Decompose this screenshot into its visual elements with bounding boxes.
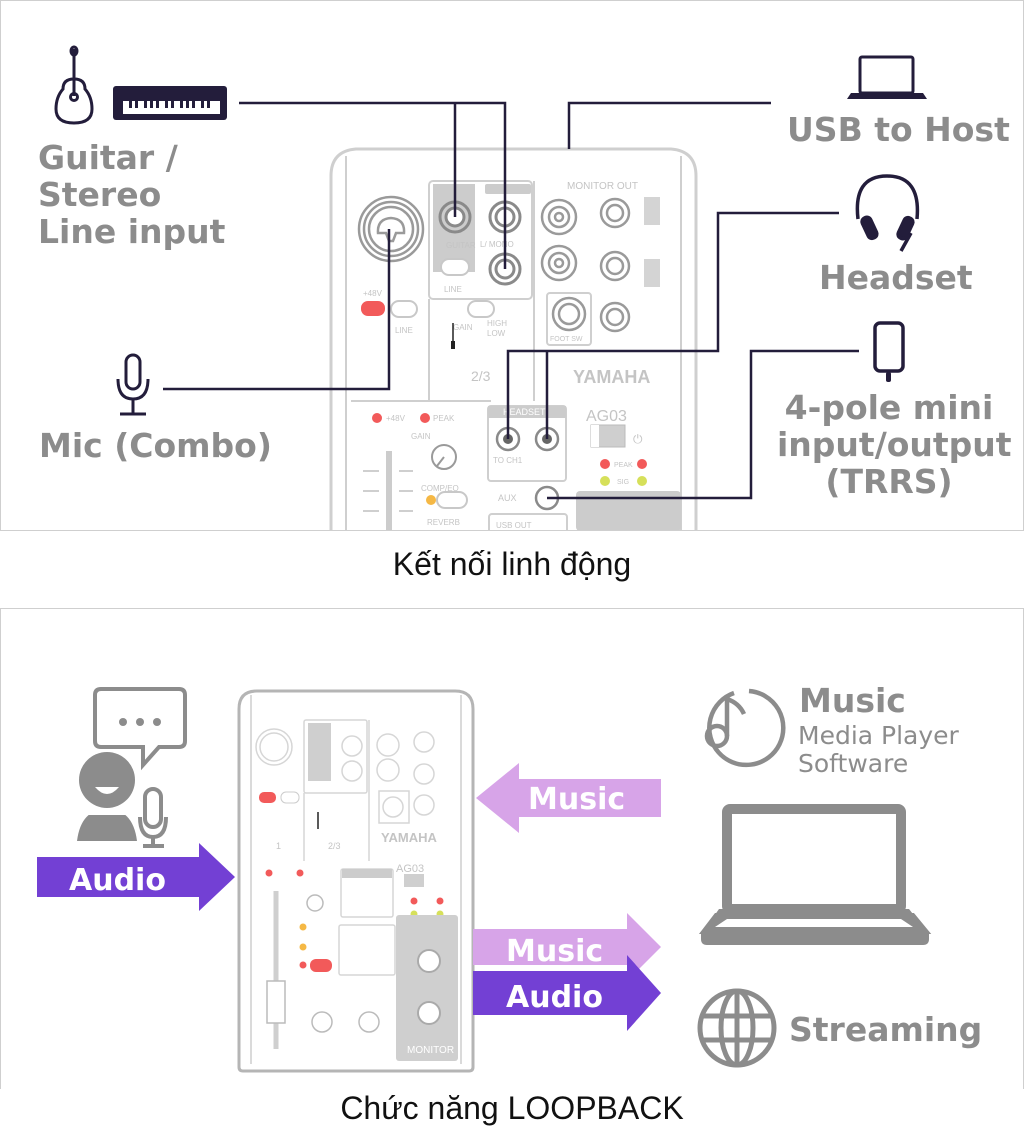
svg-text:LINE: LINE [444,285,462,294]
svg-text:LOW: LOW [487,329,506,338]
svg-text:GAIN: GAIN [453,323,473,332]
connections-diagram: GUITAR LINE L/ MONO +48V LINE GAIN HIGH … [54,45,927,530]
gain-switch [467,300,495,318]
microphone-icon [116,353,150,416]
model-name: AG03 [396,863,424,875]
svg-text:TO CH1: TO CH1 [493,456,523,465]
audio-output-arrow: Audio [473,955,661,1031]
svg-text:L/ MONO: L/ MONO [480,240,514,249]
phantom-power-switch [361,301,385,316]
svg-text:Audio: Audio [69,863,166,898]
svg-text:+48V: +48V [363,289,383,298]
mic-line-switch [390,300,418,318]
svg-text:HIGH: HIGH [487,319,507,328]
caption-loopback: Chức năng LOOPBACK [340,1090,684,1126]
laptop-icon [698,804,932,945]
music-title: Music [799,681,906,720]
connection-cables [163,101,859,500]
svg-text:Music: Music [528,782,625,817]
music-note-icon [704,688,786,768]
svg-text:2/3: 2/3 [328,841,341,851]
combo-jack [357,195,425,263]
yamaha-logo: YAMAHA [573,367,650,387]
svg-text:2/3: 2/3 [471,368,491,384]
ag03-device [237,689,475,1073]
guitar-icon [54,45,94,125]
headset-label: Headset [819,258,973,297]
music-subtitle-line2: Software [798,749,908,778]
guitar-switch-label: GUITAR [446,241,476,250]
headset-icon [855,174,920,252]
person-icon [77,752,137,841]
svg-text:LINE: LINE [395,326,413,335]
mic-combo-label: Mic (Combo) [39,426,272,465]
svg-text:COMP/EQ: COMP/EQ [421,484,459,493]
ag03-device [329,147,698,530]
streaming-label: Streaming [789,1010,982,1049]
svg-text:MONITOR OUT: MONITOR OUT [567,181,638,192]
svg-text:MONITOR: MONITOR [407,1045,454,1056]
monitor-out-jacks [540,197,631,346]
guitar-line-switch [440,258,470,276]
model-name: AG03 [586,408,627,425]
connections-panel: GUITAR LINE L/ MONO +48V LINE GAIN HIGH … [0,0,1024,531]
svg-text:Audio: Audio [506,980,603,1015]
gain-knob [431,444,457,470]
yamaha-logo: YAMAHA [381,830,437,845]
trrs-label: 4-pole mini input/output (TRRS) [777,388,1012,501]
smartphone-icon [873,321,905,382]
svg-text:+48V: +48V [386,414,406,423]
caption-connections: Kết nối linh động [392,546,632,582]
loopback-panel: Audio YAMAHA AG03 1 2/3 [0,608,1024,1089]
svg-text:PEAK: PEAK [614,462,633,469]
keyboard-icon [113,86,227,120]
svg-text:Music: Music [506,934,603,969]
usb-host-label: USB to Host [787,110,1010,149]
loopback-diagram: Audio YAMAHA AG03 1 2/3 [37,681,982,1073]
speech-bubble-icon [93,687,187,771]
laptop-icon [847,55,927,99]
music-subtitle-line1: Media Player [798,721,960,750]
audio-input-arrow: Audio [37,843,235,911]
device-panel-details [255,719,435,976]
svg-text:REVERB: REVERB [427,518,460,527]
music-output-arrow: Music [473,913,661,981]
svg-text:SIG: SIG [617,479,629,486]
globe-icon [697,988,777,1068]
power-icon: ⏻ [633,432,643,446]
music-input-arrow: Music [476,763,661,833]
svg-text:FOOT SW: FOOT SW [550,336,583,343]
guitar-line-input-label: Guitar / Stereo Line input [38,138,226,251]
svg-text:AUX: AUX [498,493,517,503]
svg-text:USB OUT: USB OUT [496,521,532,530]
svg-text:GAIN: GAIN [411,432,431,441]
svg-text:1: 1 [276,841,281,851]
microphone-icon [138,787,168,848]
svg-text:PEAK: PEAK [433,414,455,423]
svg-text:HEADSET: HEADSET [503,407,546,417]
